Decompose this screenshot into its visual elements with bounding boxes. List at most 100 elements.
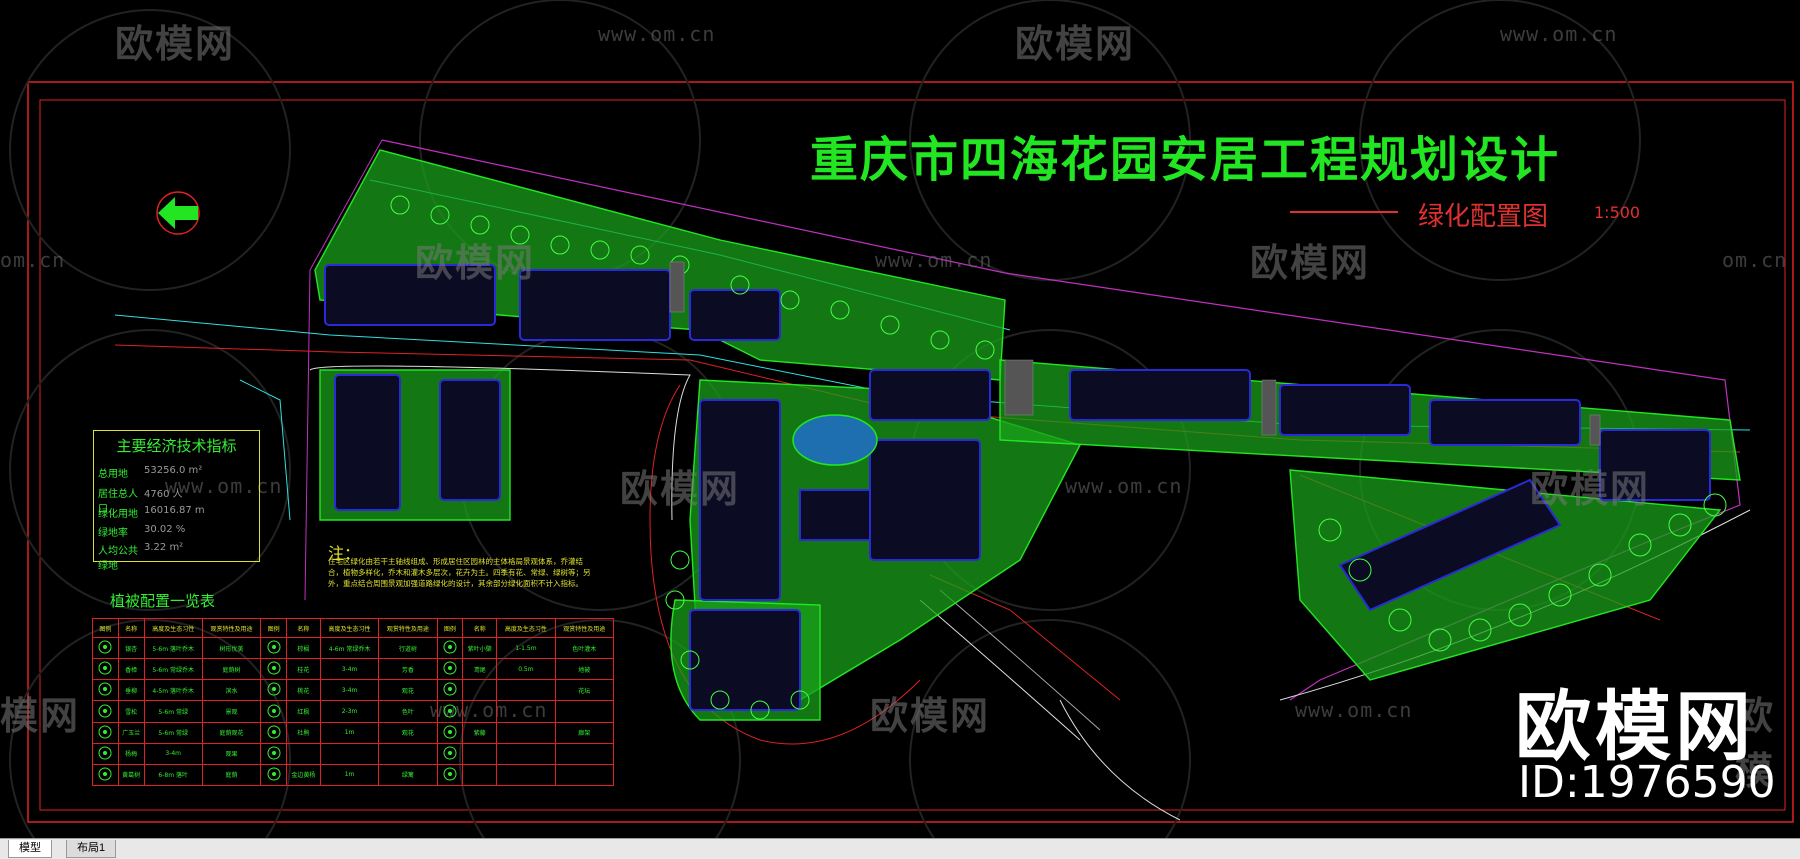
table-cell: 地被: [554, 658, 615, 681]
table-cell: [462, 742, 498, 765]
table-cell: 绿篱: [378, 763, 438, 787]
plant-legend-icon: [92, 763, 119, 787]
greenery-north-belt: [314, 149, 1006, 381]
table-cell: 4-6m 常绿乔木: [319, 637, 380, 660]
table-cell: 树形优美: [201, 637, 262, 660]
table-cell: 杨梅: [117, 742, 145, 765]
watermark-url: www.om.cn: [1295, 698, 1413, 722]
table-cell: [496, 763, 556, 787]
outer-frame: [27, 81, 1794, 823]
table-cell: 观花: [378, 721, 438, 744]
plant-table: 图例 名称 高度及生态习性 观赏特性及用途 图例 名称 高度及生态习性 观赏特性…: [92, 617, 615, 787]
watermark-url: www.om.cn: [165, 474, 283, 498]
table-cell: 3-4m: [143, 742, 203, 765]
brand-id: ID:1976590: [1518, 757, 1776, 808]
table-cell: 庭荫树: [201, 658, 262, 681]
plant-legend-icon: [92, 700, 119, 723]
table-cell: [462, 763, 498, 787]
watermark-logo: 欧模网: [870, 694, 991, 738]
table-cell: 3-4m: [319, 679, 380, 702]
table-cell: 色叶: [378, 700, 438, 723]
table-cell: 0.5m: [496, 658, 556, 681]
table-cell: 银杏: [117, 637, 145, 660]
table-cell: [554, 742, 615, 765]
table-cell: 花坛: [554, 679, 615, 702]
table-cell: [496, 679, 556, 702]
table-header: 观赏特性及用途: [201, 617, 262, 639]
table-cell: 广玉兰: [117, 721, 145, 744]
table-header: 高度及生态习性: [496, 617, 556, 639]
plant-legend-icon: [436, 742, 464, 765]
table-header: 图例: [92, 617, 119, 639]
inner-frame: [39, 99, 1786, 811]
road-white-curve-5: [939, 589, 1101, 731]
table-cell: 5-6m 常绿: [143, 721, 203, 744]
plant-legend-icon: [92, 742, 119, 765]
site-boundary-left: [304, 139, 383, 601]
table-cell: 6-8m 落叶: [143, 763, 203, 787]
tech-label: 绿地率: [98, 528, 128, 539]
plant-legend-icon: [260, 721, 287, 744]
plant-legend-icon: [260, 658, 287, 681]
watermark-logo: 欧模网: [1250, 241, 1371, 285]
tech-row: 总用地 53256.0 m²: [98, 465, 255, 483]
table-cell: 1-1.5m: [496, 637, 556, 660]
cad-drawing-canvas[interactable]: 欧模网 欧模网 www.om.cn www.om.cn om.cn 欧模网 ww…: [0, 0, 1800, 838]
tech-row: 人均公共绿地 3.22 m²: [98, 542, 255, 572]
table-cell: 桃花: [285, 679, 321, 702]
plant-legend-icon: [260, 679, 287, 702]
table-header: 观赏特性及用途: [554, 617, 615, 639]
drawing-subtitle: 绿化配置图: [1418, 202, 1549, 232]
watermark-logo: 模网: [0, 694, 81, 738]
table-cell: [462, 700, 498, 723]
tab-model[interactable]: 模型: [8, 840, 52, 858]
table-cell: 3-4m: [319, 658, 380, 681]
watermark-logo: 欧模网: [1015, 22, 1136, 66]
table-header: 名称: [462, 617, 498, 639]
plant-legend-icon: [92, 679, 119, 702]
table-header: 观赏特性及用途: [378, 617, 438, 639]
table-cell: 观果: [201, 742, 262, 765]
watermark-url: www.om.cn: [1500, 22, 1618, 46]
table-cell: 观花: [378, 679, 438, 702]
table-cell: 紫叶小檗: [462, 637, 498, 660]
tech-indicators-title: 主要经济技术指标: [116, 437, 237, 455]
table-cell: [496, 742, 556, 765]
plant-table-title: 植被配置一览表: [110, 592, 216, 610]
table-cell: 色叶灌木: [554, 637, 615, 660]
table-header-row: 图例 名称 高度及生态习性 观赏特性及用途 图例 名称 高度及生态习性 观赏特性…: [92, 617, 615, 639]
table-cell: 5-6m 常绿: [143, 700, 203, 723]
plant-legend-icon: [436, 658, 464, 681]
table-cell: [554, 700, 615, 723]
watermark-url: om.cn: [1722, 248, 1788, 272]
table-cell: 4-5m 落叶乔木: [143, 679, 203, 702]
tech-row: 居住总人口 4760 人: [98, 485, 255, 515]
notes-text: 住宅区绿化由若干主轴线组成、形成居住区园林的主体格局景观体系，乔灌结合，植物多样…: [328, 557, 591, 588]
table-cell: 2-3m: [319, 700, 380, 723]
plant-legend-icon: [436, 700, 464, 723]
watermark-url: www.om.cn: [875, 248, 993, 272]
watermark-logo: 欧模网: [115, 22, 236, 66]
table-cell: 1m: [319, 763, 380, 787]
watermark-logo: 欧模网: [620, 467, 741, 511]
plant-legend-icon: [436, 637, 464, 660]
table-header: 名称: [117, 617, 145, 639]
table-cell: 庭荫: [201, 763, 262, 787]
table-cell: 鸢尾: [462, 658, 498, 681]
table-cell: [462, 679, 498, 702]
plant-legend-icon: [260, 637, 287, 660]
tech-value: 30.02 %: [144, 524, 186, 535]
table-cell: 行道树: [378, 637, 438, 660]
brand-logo: 欧模网: [1515, 682, 1755, 771]
table-cell: 紫藤: [462, 721, 498, 744]
plant-legend-icon: [260, 700, 287, 723]
table-cell: 黄葛树: [117, 763, 145, 787]
table-header: 图例: [260, 617, 287, 639]
tab-layout1[interactable]: 布局1: [66, 840, 117, 858]
plant-legend-icon: [260, 742, 287, 765]
